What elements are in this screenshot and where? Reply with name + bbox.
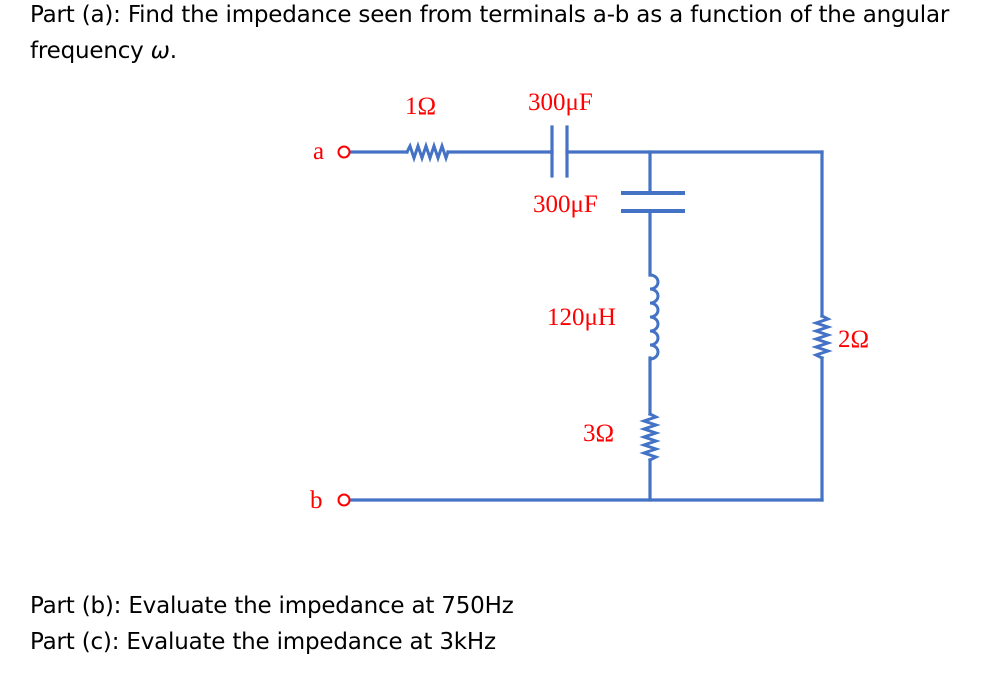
terminal-b-label: b	[310, 487, 323, 514]
part-a-text: Part (a): Find the impedance seen from t…	[30, 2, 950, 64]
terminal-a-label: a	[313, 138, 324, 165]
label-resistor-3ohm: 3Ω	[583, 420, 614, 447]
label-inductor: 120μH	[547, 304, 616, 331]
label-capacitor-series: 300μF	[528, 89, 593, 116]
capacitor-shunt-symbol	[621, 191, 685, 213]
question-part-c: Part (c): Evaluate the impedance at 3kHz	[30, 629, 496, 655]
resistor-2ohm-symbol	[811, 313, 833, 361]
label-capacitor-shunt: 300μF	[533, 191, 598, 218]
question-part-b: Part (b): Evaluate the impedance at 750H…	[30, 593, 514, 619]
omega-symbol: ω	[150, 38, 170, 64]
part-a-period: .	[169, 38, 177, 64]
terminal-b: b	[310, 487, 351, 514]
resistor-1ohm-symbol	[404, 141, 450, 163]
label-resistor-1ohm: 1Ω	[405, 93, 436, 120]
resistor-3ohm-symbol	[639, 411, 661, 463]
capacitor-series-symbol	[550, 125, 569, 178]
question-part-a: Part (a): Find the impedance seen from t…	[30, 0, 990, 69]
label-resistor-2ohm: 2Ω	[838, 326, 869, 353]
inductor-symbol	[648, 273, 660, 361]
terminal-a: a	[313, 138, 351, 165]
